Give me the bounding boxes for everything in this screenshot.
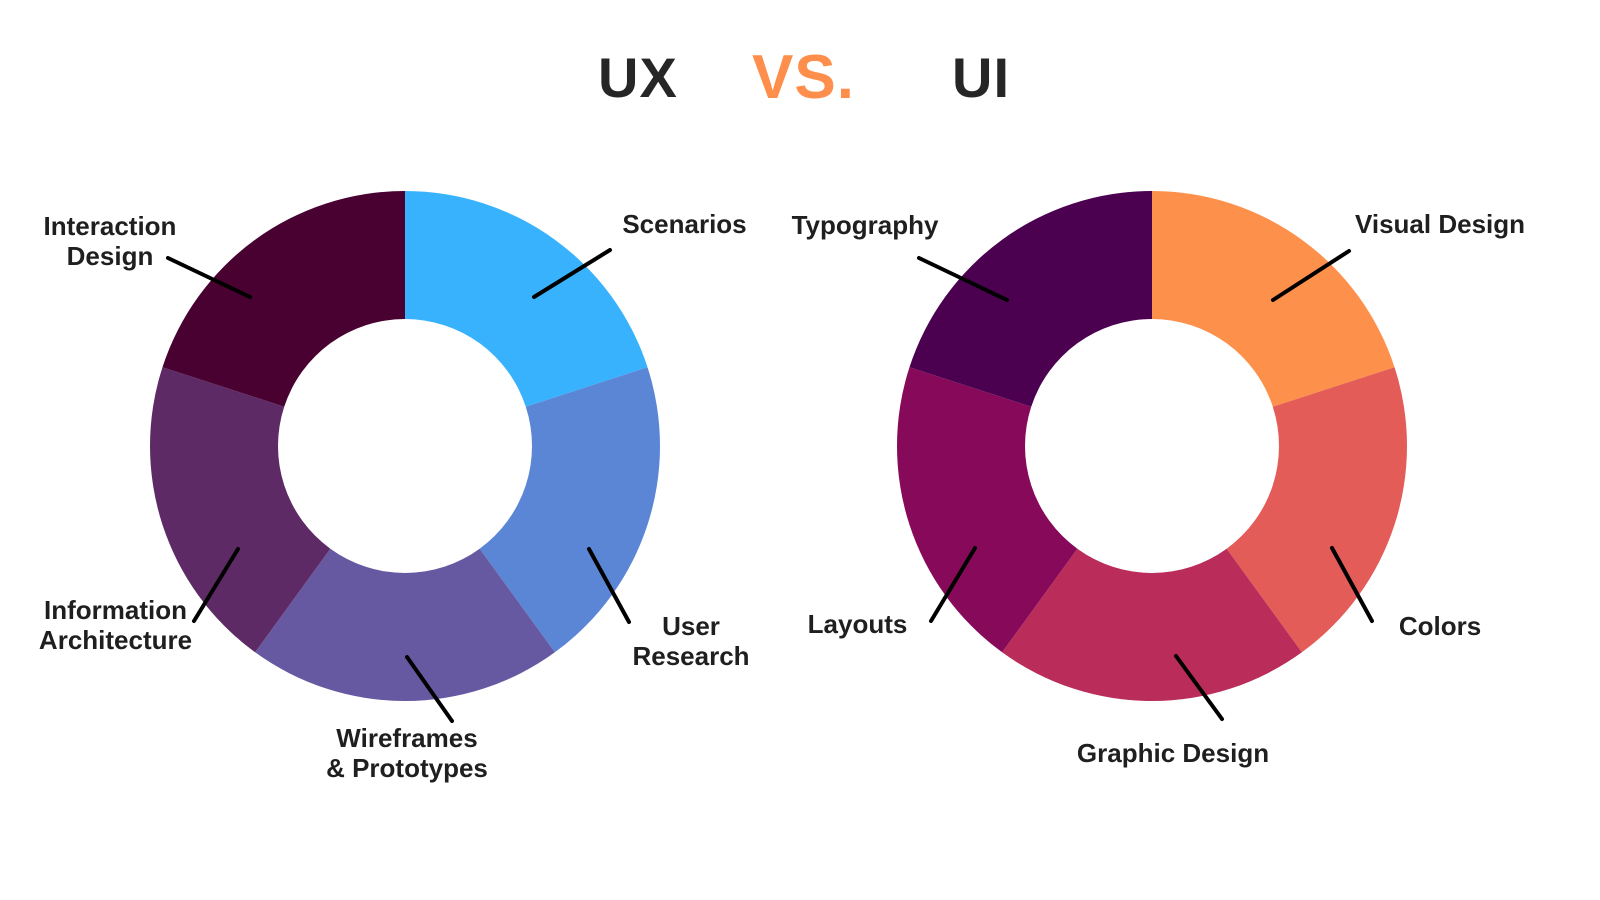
donut-segment-wireframes-prototypes xyxy=(255,548,555,702)
donut-segment-layouts xyxy=(897,367,1078,653)
page-title: UX VS. UI xyxy=(0,38,1600,118)
title-ux: UX xyxy=(598,46,678,109)
leader-line-information-architecture xyxy=(192,547,240,623)
label-colors: Colors xyxy=(1398,611,1482,641)
donut-segment-information-architecture xyxy=(150,367,331,653)
label-typography: Typography xyxy=(791,210,939,240)
leader-line-scenarios xyxy=(532,248,612,299)
leader-line-colors xyxy=(1330,546,1374,623)
leader-line-wireframes-prototypes xyxy=(405,655,454,723)
ui-donut-chart xyxy=(897,191,1407,702)
donut-segment-typography xyxy=(909,191,1152,407)
label-wireframes-prototypes: Wireframes & Prototypes xyxy=(326,723,488,783)
donut-segment-scenarios xyxy=(405,191,648,407)
title-ui: UI xyxy=(952,46,1010,109)
label-visual-design: Visual Design xyxy=(1354,209,1526,239)
donut-segment-interaction-design xyxy=(162,191,405,407)
leader-lines xyxy=(166,248,1374,723)
leader-line-graphic-design xyxy=(1174,654,1224,721)
label-scenarios: Scenarios xyxy=(622,209,747,239)
label-information-architecture: Information Architecture xyxy=(38,595,193,655)
leader-line-layouts xyxy=(929,546,977,623)
title-vs: VS. xyxy=(752,43,855,112)
ux-donut-chart xyxy=(150,191,660,702)
leader-line-typography xyxy=(917,256,1009,302)
leader-line-user-research xyxy=(587,547,631,624)
donut-segment-user-research xyxy=(479,367,660,653)
leader-line-visual-design xyxy=(1271,249,1351,302)
leader-line-interaction-design xyxy=(166,256,252,299)
label-user-research: User Research xyxy=(632,611,750,671)
label-interaction-design: Interaction Design xyxy=(43,211,177,271)
label-graphic-design: Graphic Design xyxy=(1076,738,1270,768)
label-layouts: Layouts xyxy=(807,609,908,639)
donut-segment-graphic-design xyxy=(1002,548,1302,702)
donut-segment-colors xyxy=(1226,367,1407,653)
